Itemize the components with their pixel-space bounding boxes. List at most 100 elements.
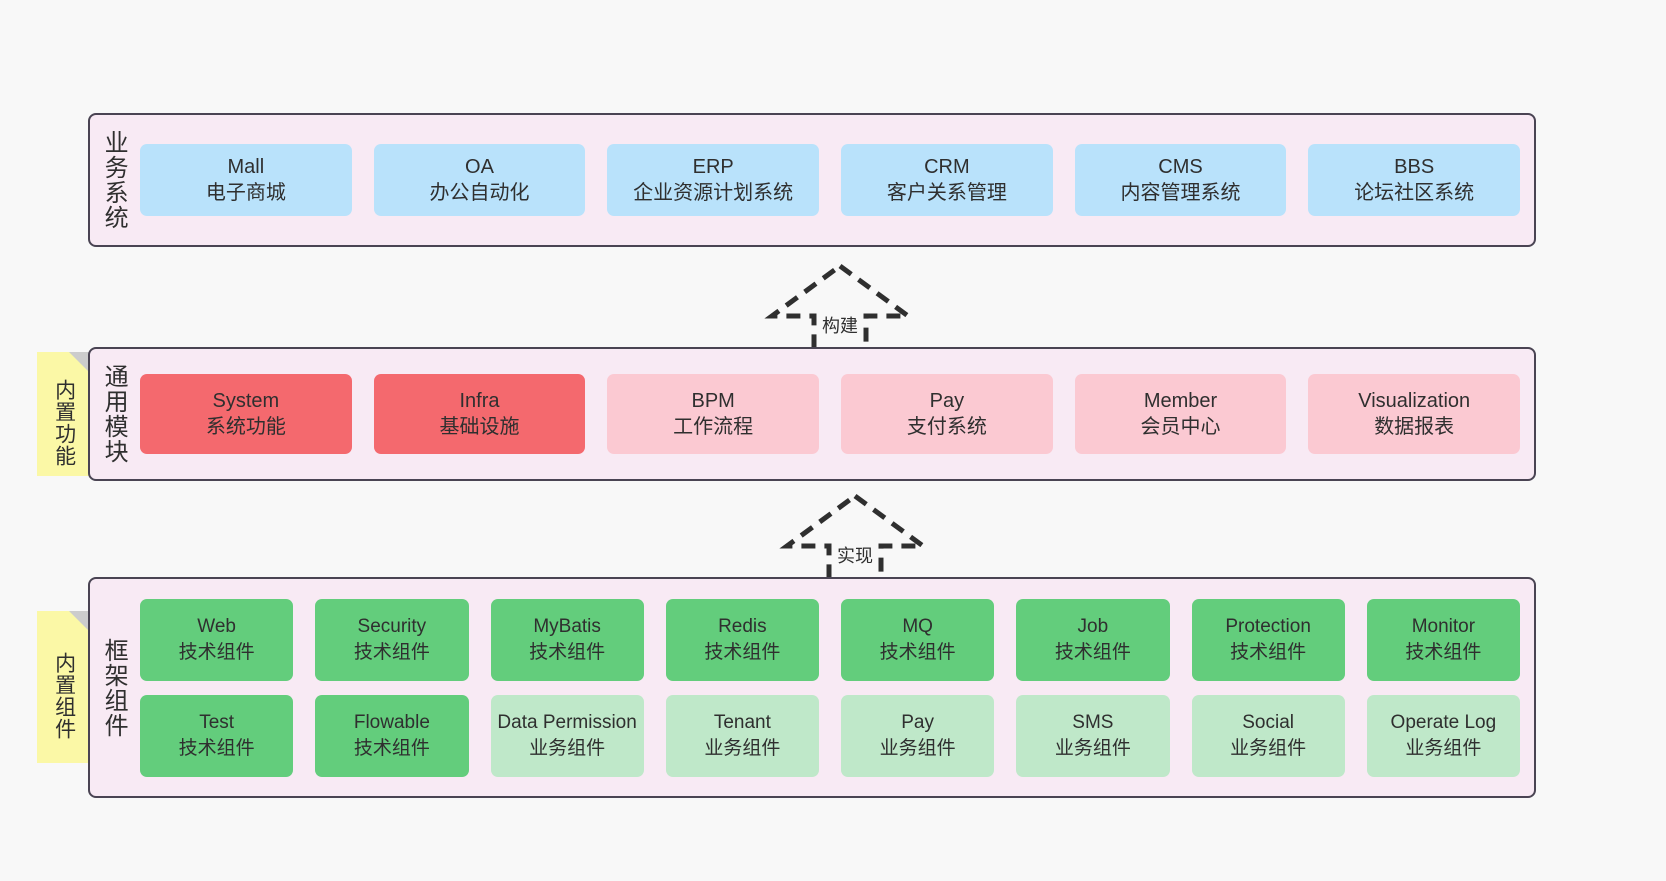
card-title: BPM bbox=[691, 389, 735, 412]
card-title: Visualization bbox=[1358, 389, 1471, 412]
card-title: Security bbox=[357, 616, 427, 638]
card-mq[interactable]: MQ 技术组件 bbox=[841, 598, 995, 681]
common-card-row: System 系统功能 Infra 基础设施 BPM 工作流程 Pay 支付系统… bbox=[140, 374, 1521, 454]
card-title: MQ bbox=[902, 616, 933, 638]
layer-framework-component: 框架组件 Web 技术组件 Security 技术组件 MyBatis 技术组件… bbox=[88, 577, 1536, 798]
card-test[interactable]: Test 技术组件 bbox=[140, 694, 294, 777]
card-title: CMS bbox=[1158, 155, 1203, 178]
card-pay-component[interactable]: Pay 业务组件 bbox=[841, 694, 995, 777]
note-fold-icon bbox=[69, 352, 91, 374]
card-social[interactable]: Social 业务组件 bbox=[1191, 694, 1345, 777]
card-title: ERP bbox=[692, 155, 734, 178]
card-operate-log[interactable]: Operate Log 业务组件 bbox=[1366, 694, 1520, 777]
card-subtitle: 技术组件 bbox=[178, 641, 255, 663]
card-protection[interactable]: Protection 技术组件 bbox=[1191, 598, 1345, 681]
framework-card-row-2: Test 技术组件 Flowable 技术组件 Data Permission … bbox=[140, 694, 1520, 777]
card-subtitle: 业务组件 bbox=[1405, 737, 1482, 759]
card-title: SMS bbox=[1072, 712, 1114, 734]
note-builtin-function: 内置功能 bbox=[37, 352, 91, 476]
card-title: Protection bbox=[1225, 616, 1311, 638]
card-pay-module[interactable]: Pay 支付系统 bbox=[841, 374, 1053, 454]
card-subtitle: 工作流程 bbox=[673, 416, 754, 438]
card-bbs[interactable]: BBS 论坛社区系统 bbox=[1308, 144, 1521, 216]
card-subtitle: 技术组件 bbox=[178, 737, 255, 759]
card-title: BBS bbox=[1394, 155, 1435, 178]
layer-body-common: System 系统功能 Infra 基础设施 BPM 工作流程 Pay 支付系统… bbox=[136, 349, 1534, 479]
note-label: 内置功能 bbox=[52, 379, 76, 467]
card-security[interactable]: Security 技术组件 bbox=[315, 598, 469, 681]
card-subtitle: 技术组件 bbox=[353, 641, 430, 663]
layer-title-common: 通用模块 bbox=[100, 364, 128, 464]
note-fold-icon bbox=[69, 611, 91, 633]
card-title: Pay bbox=[929, 389, 965, 412]
card-subtitle: 客户关系管理 bbox=[886, 182, 1007, 204]
card-subtitle: 数据报表 bbox=[1374, 416, 1455, 438]
layer-title-business: 业务系统 bbox=[100, 130, 128, 230]
framework-card-row-1: Web 技术组件 Security 技术组件 MyBatis 技术组件 Redi… bbox=[140, 598, 1520, 681]
card-title: Job bbox=[1077, 616, 1109, 638]
card-subtitle: 业务组件 bbox=[1230, 737, 1307, 759]
card-title: System bbox=[212, 389, 280, 412]
card-title: Operate Log bbox=[1390, 712, 1497, 734]
card-subtitle: 基础设施 bbox=[439, 416, 520, 438]
card-system[interactable]: System 系统功能 bbox=[140, 374, 352, 454]
card-subtitle: 技术组件 bbox=[529, 641, 606, 663]
card-title: Monitor bbox=[1411, 616, 1476, 638]
card-subtitle: 内容管理系统 bbox=[1120, 182, 1241, 204]
card-mall[interactable]: Mall 电子商城 bbox=[140, 144, 352, 216]
card-title: Web bbox=[197, 616, 236, 638]
card-title: Flowable bbox=[353, 712, 430, 734]
card-subtitle: 业务组件 bbox=[1054, 737, 1131, 759]
card-title: Pay bbox=[901, 712, 934, 734]
card-cms[interactable]: CMS 内容管理系统 bbox=[1074, 144, 1287, 216]
card-infra[interactable]: Infra 基础设施 bbox=[373, 374, 586, 454]
card-subtitle: 企业资源计划系统 bbox=[633, 182, 794, 204]
card-sms[interactable]: SMS 业务组件 bbox=[1016, 694, 1170, 777]
layer-common-module: 通用模块 System 系统功能 Infra 基础设施 BPM 工作流程 Pay… bbox=[88, 347, 1536, 481]
card-data-permission[interactable]: Data Permission 业务组件 bbox=[490, 694, 644, 777]
card-title: Social bbox=[1242, 712, 1294, 734]
card-subtitle: 电子商城 bbox=[205, 182, 286, 204]
card-mybatis[interactable]: MyBatis 技术组件 bbox=[490, 598, 644, 681]
card-subtitle: 技术组件 bbox=[1405, 641, 1482, 663]
layer-body-framework: Web 技术组件 Security 技术组件 MyBatis 技术组件 Redi… bbox=[136, 579, 1534, 796]
card-erp[interactable]: ERP 企业资源计划系统 bbox=[607, 144, 820, 216]
card-subtitle: 论坛社区系统 bbox=[1354, 182, 1475, 204]
card-subtitle: 办公自动化 bbox=[429, 182, 530, 204]
card-title: Tenant bbox=[713, 712, 771, 734]
card-job[interactable]: Job 技术组件 bbox=[1016, 598, 1170, 681]
card-title: Redis bbox=[718, 616, 767, 638]
card-title: Mall bbox=[227, 155, 265, 178]
card-subtitle: 业务组件 bbox=[879, 737, 956, 759]
card-title: Infra bbox=[459, 389, 500, 412]
card-subtitle: 技术组件 bbox=[879, 641, 956, 663]
card-tenant[interactable]: Tenant 业务组件 bbox=[665, 694, 819, 777]
layer-title-framework: 框架组件 bbox=[100, 637, 128, 738]
card-title: CRM bbox=[924, 155, 970, 178]
card-subtitle: 技术组件 bbox=[704, 641, 781, 663]
card-subtitle: 技术组件 bbox=[1054, 641, 1131, 663]
card-subtitle: 系统功能 bbox=[205, 416, 286, 438]
note-builtin-component: 内置组件 bbox=[37, 611, 91, 763]
card-title: Member bbox=[1143, 389, 1218, 412]
card-flowable[interactable]: Flowable 技术组件 bbox=[315, 694, 469, 777]
card-title: MyBatis bbox=[533, 616, 601, 638]
card-visualization[interactable]: Visualization 数据报表 bbox=[1308, 374, 1521, 454]
card-title: Data Permission bbox=[497, 712, 637, 734]
business-card-row: Mall 电子商城 OA 办公自动化 ERP 企业资源计划系统 CRM 客户关系… bbox=[140, 144, 1521, 216]
card-subtitle: 会员中心 bbox=[1140, 416, 1221, 438]
card-monitor[interactable]: Monitor 技术组件 bbox=[1366, 598, 1520, 681]
card-subtitle: 技术组件 bbox=[1230, 641, 1307, 663]
card-subtitle: 技术组件 bbox=[353, 737, 430, 759]
card-subtitle: 业务组件 bbox=[529, 737, 606, 759]
card-web[interactable]: Web 技术组件 bbox=[140, 598, 294, 681]
card-redis[interactable]: Redis 技术组件 bbox=[665, 598, 819, 681]
card-subtitle: 业务组件 bbox=[704, 737, 781, 759]
card-bpm[interactable]: BPM 工作流程 bbox=[607, 374, 820, 454]
card-title: OA bbox=[465, 155, 494, 178]
card-member[interactable]: Member 会员中心 bbox=[1074, 374, 1287, 454]
card-oa[interactable]: OA 办公自动化 bbox=[373, 144, 586, 216]
card-subtitle: 支付系统 bbox=[906, 416, 987, 438]
card-crm[interactable]: CRM 客户关系管理 bbox=[841, 144, 1053, 216]
